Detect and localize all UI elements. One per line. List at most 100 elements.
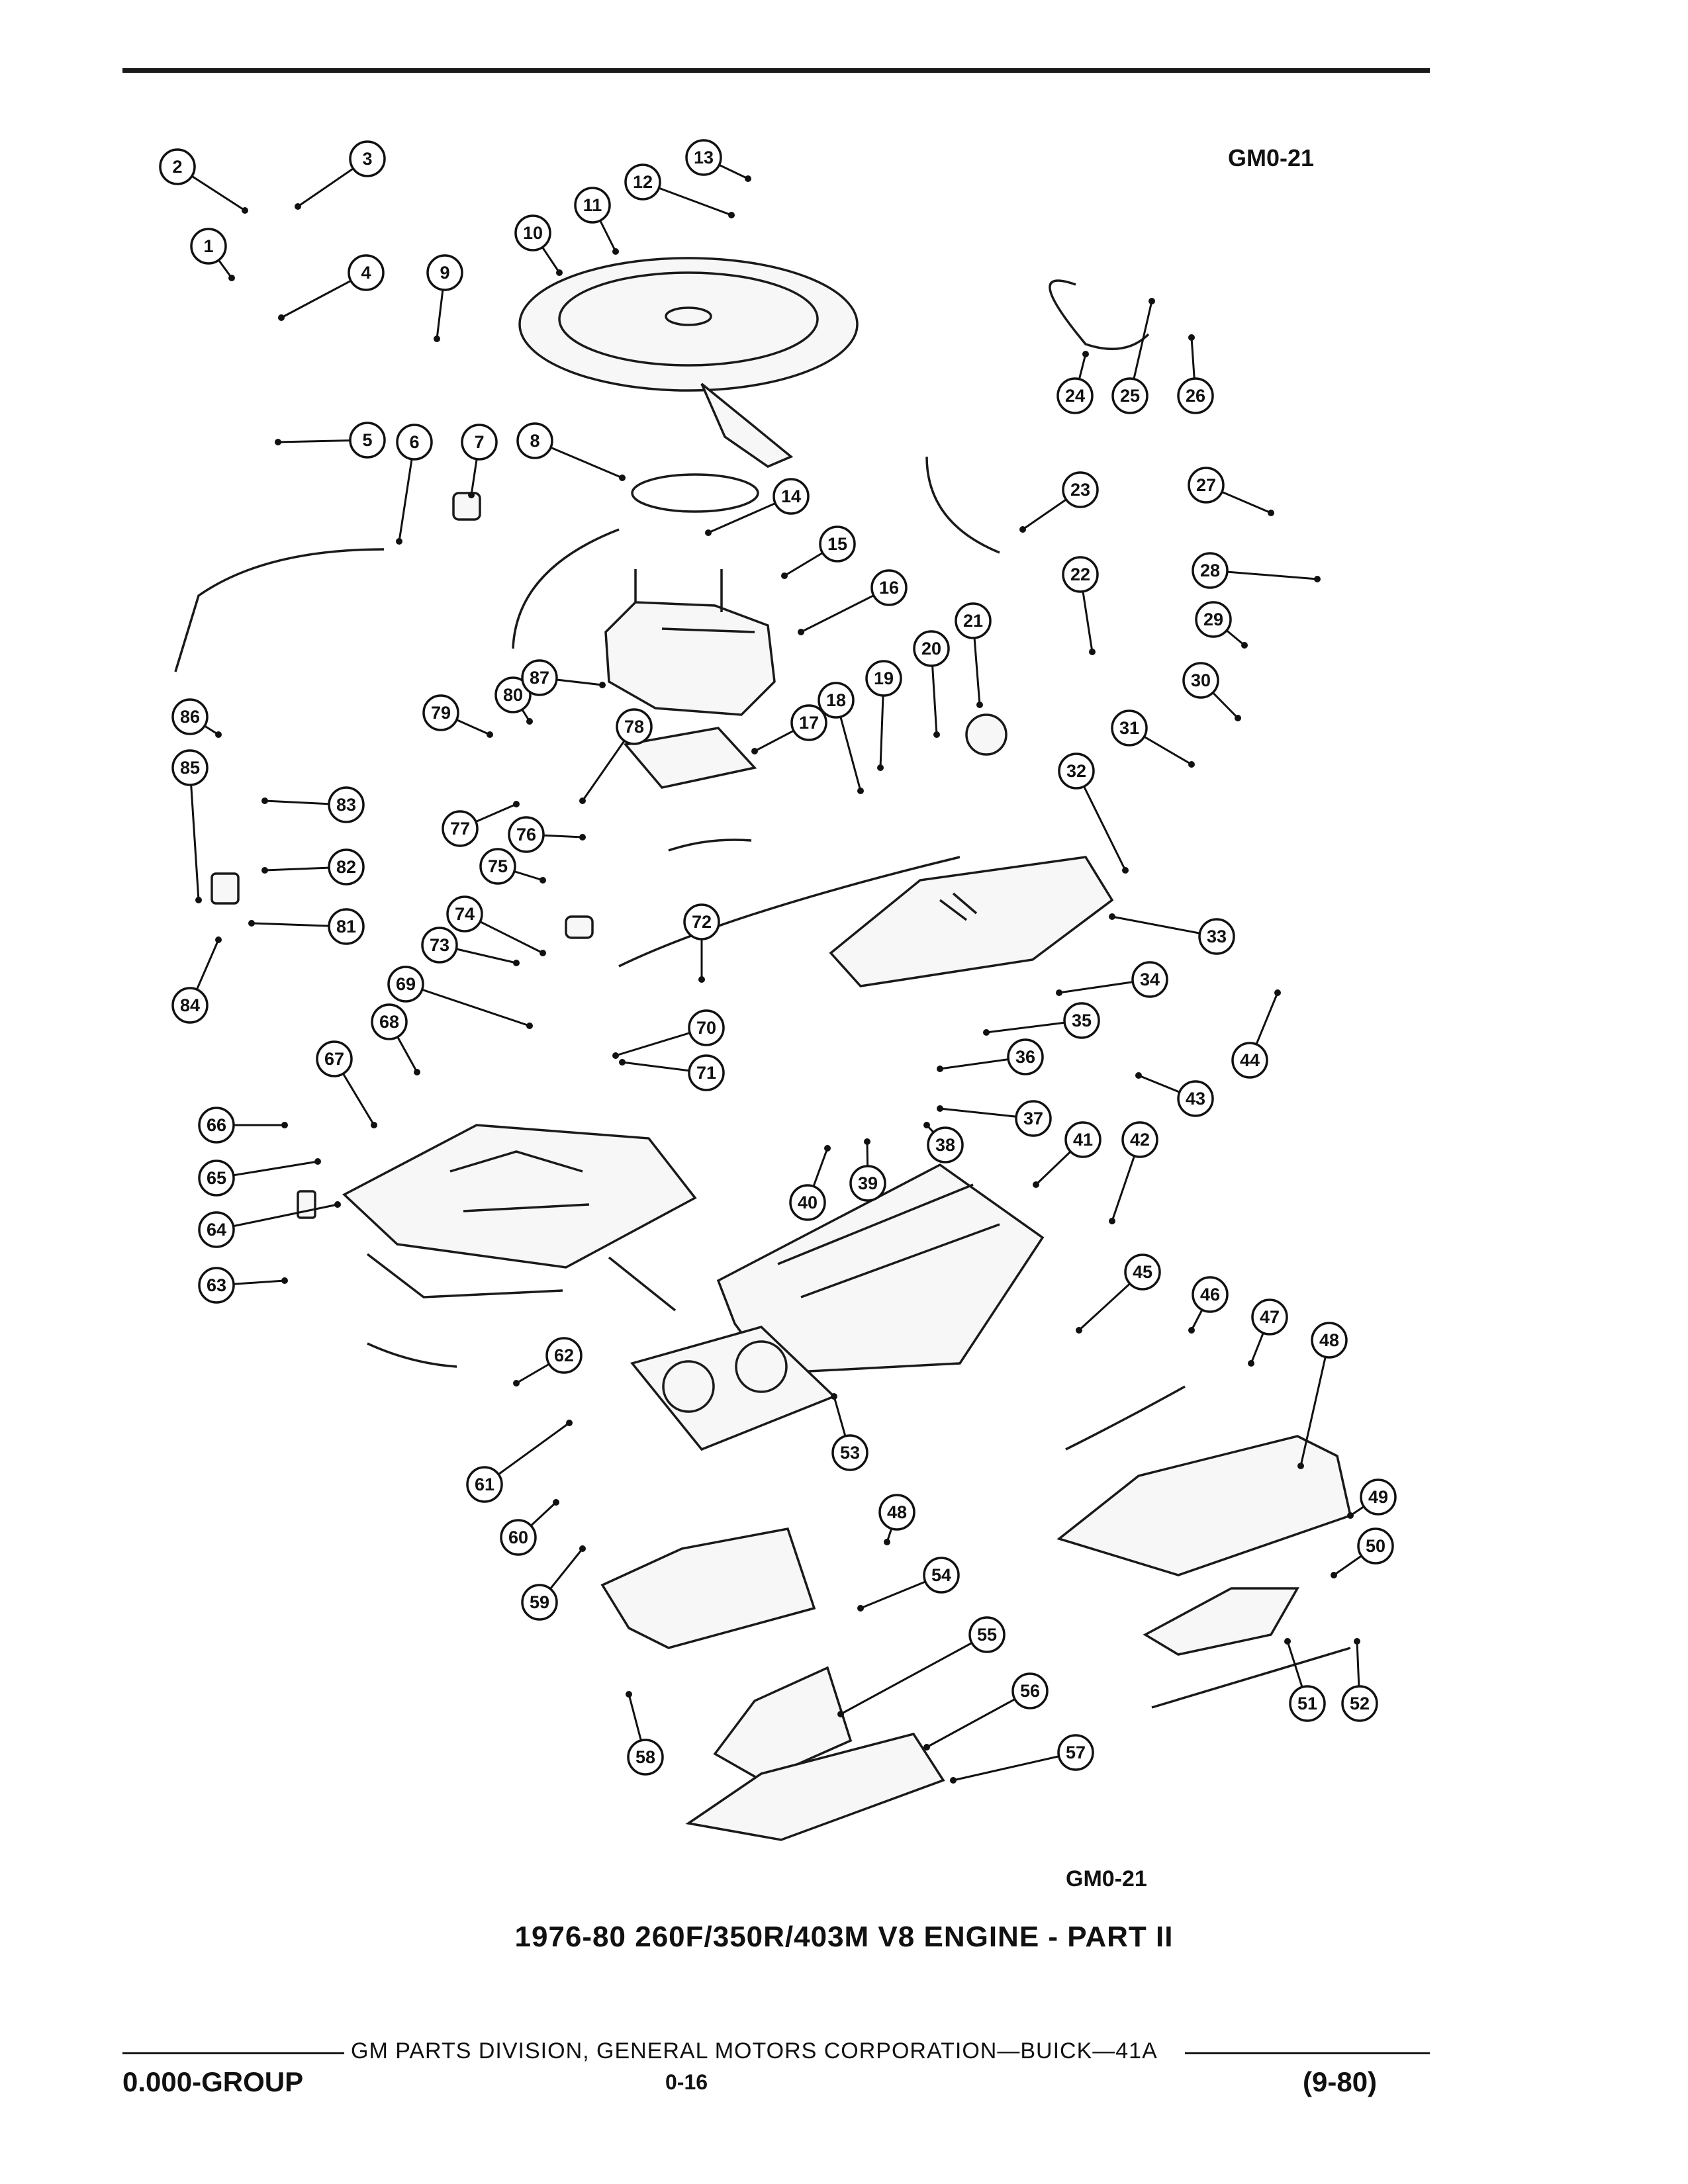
callout-number: 30 [1191, 670, 1211, 690]
callout-33: 33 [1198, 918, 1235, 955]
callout-circle [790, 704, 827, 741]
callout-56: 56 [1011, 1672, 1049, 1709]
figure-ref-code-top: GM0-21 [1228, 144, 1315, 171]
callout-66: 66 [198, 1107, 235, 1144]
callout-number: 53 [840, 1443, 860, 1463]
callout-21: 21 [955, 602, 992, 639]
callout-arrowhead [857, 1605, 864, 1612]
callout-arrowhead [1149, 298, 1155, 304]
callout-19: 19 [865, 660, 902, 697]
callout-arrowhead [864, 1138, 870, 1145]
callout-circle [865, 660, 902, 697]
callout-48: 48 [1311, 1322, 1348, 1359]
air-cleaner-lid-ring [558, 271, 819, 367]
callout-76: 76 [508, 816, 545, 853]
callout-arrowhead [1188, 761, 1195, 768]
callout-circle [1195, 601, 1232, 638]
callout-circle [316, 1040, 353, 1077]
callout-26: 26 [1177, 377, 1214, 414]
parts-artwork [174, 257, 1352, 1841]
callout-number: 69 [396, 974, 416, 994]
callout-leader [1075, 770, 1127, 871]
callout-22: 22 [1062, 556, 1099, 593]
callout-arrowhead [579, 797, 586, 804]
callout-circle [1311, 1322, 1348, 1359]
callout-28: 28 [1192, 552, 1229, 589]
callout-circle [1058, 752, 1095, 790]
callout-number: 5 [362, 430, 372, 450]
callout-arrowhead [396, 538, 402, 545]
callout-circle [688, 1009, 725, 1046]
callout-circle [442, 810, 479, 847]
callout-circle [1064, 1121, 1102, 1158]
callout-number: 62 [554, 1345, 574, 1365]
callout-3: 3 [349, 140, 386, 177]
callout-48: 48 [878, 1494, 915, 1531]
callout-circle [171, 749, 209, 786]
callout-arrowhead [1284, 1638, 1291, 1645]
carburetor-studs [634, 569, 755, 633]
callout-number: 29 [1203, 610, 1223, 629]
callout-arrowhead [539, 877, 546, 884]
callout-5: 5 [349, 422, 386, 459]
callout-arrowhead [1089, 649, 1096, 655]
callout-arrowhead [487, 731, 493, 738]
callout-number: 44 [1240, 1050, 1260, 1070]
callout-arrowhead [261, 797, 268, 804]
callout-circle [1121, 1121, 1158, 1158]
callout-13: 13 [685, 139, 722, 176]
callout-49: 49 [1360, 1479, 1397, 1516]
callout-61: 61 [466, 1466, 503, 1503]
callout-number: 4 [361, 263, 371, 283]
callout-number: 49 [1368, 1487, 1388, 1507]
callout-70: 70 [688, 1009, 725, 1046]
callout-arrowhead [579, 834, 586, 841]
callout-number: 81 [336, 917, 356, 936]
callout-circle [1177, 1080, 1214, 1117]
footer-group: 0.000-GROUP [122, 2066, 304, 2097]
callout-number: 45 [1133, 1262, 1152, 1282]
rocker-cover-emblem [939, 892, 978, 921]
callout-8: 8 [516, 422, 553, 459]
intake-manifold-runners [449, 1150, 590, 1212]
flex-duct-hose [925, 456, 1000, 554]
callout-arrowhead [1188, 334, 1195, 341]
callout-34: 34 [1131, 961, 1168, 998]
rocker-arm-cover [829, 856, 1114, 987]
callout-arrowhead [877, 764, 884, 771]
callout-number: 1 [203, 236, 213, 256]
callout-circle [878, 1494, 915, 1531]
callout-circle [968, 1616, 1006, 1653]
callout-circle [789, 1184, 826, 1221]
manifold-end-seal [367, 1342, 457, 1368]
callout-circle [521, 659, 558, 696]
callout-number: 87 [530, 668, 549, 688]
callout-55: 55 [968, 1616, 1006, 1653]
callout-24: 24 [1056, 377, 1094, 414]
callout-32: 32 [1058, 752, 1095, 790]
callout-arrowhead [553, 1499, 559, 1506]
callout-30: 30 [1182, 662, 1219, 699]
callout-circle [1057, 1734, 1094, 1771]
callout-arrowhead [950, 1777, 957, 1784]
footer-corporation: GM PARTS DIVISION, GENERAL MOTORS CORPOR… [351, 2038, 1158, 2064]
vacuum-solenoid [452, 492, 481, 521]
callout-16: 16 [870, 569, 908, 606]
vacuum-hose-upper [512, 528, 620, 649]
callout-arrowhead [295, 203, 301, 210]
callout-number: 43 [1186, 1089, 1205, 1109]
callout-circle [159, 148, 196, 185]
callout-arrowhead [1297, 1463, 1304, 1469]
callout-leader [840, 1633, 988, 1715]
callout-arrowhead [1241, 642, 1248, 649]
callout-circle [818, 682, 855, 719]
footer-page-number: 0-16 [665, 2070, 708, 2094]
callout-60: 60 [500, 1519, 537, 1556]
callout-arrowhead [1076, 1327, 1082, 1334]
callout-15: 15 [819, 525, 856, 563]
callout-circle [1357, 1527, 1394, 1565]
callout-71: 71 [688, 1054, 725, 1091]
callout-arrowhead [1354, 1638, 1360, 1645]
pcv-hose [1049, 279, 1150, 351]
